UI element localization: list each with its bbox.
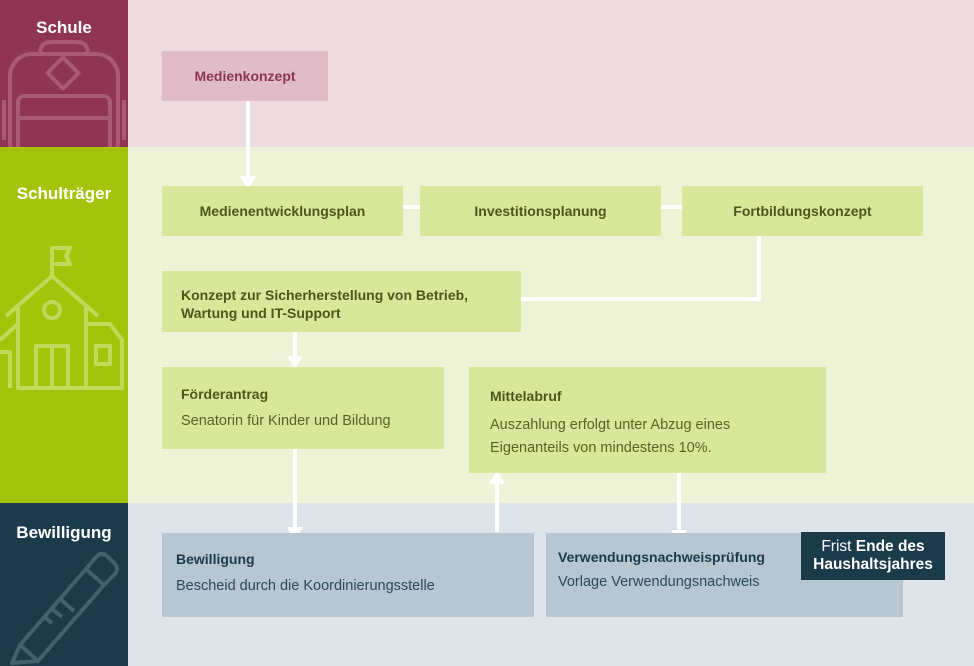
lane-schule-side: Schule <box>0 0 128 147</box>
connector-fortbildung-betrieb <box>521 297 761 301</box>
bewilligung-sub: Bescheid durch die Koordinierungsstelle <box>176 578 435 594</box>
frist-line2: Haushaltsjahres <box>813 556 933 573</box>
frist-word: Frist <box>821 538 852 555</box>
connector-foerder-bewilligung <box>293 449 297 531</box>
betrieb-line1: Konzept zur Sicherherstellung von Betrie… <box>181 287 469 303</box>
connector-bewilligung-mittelabruf <box>495 482 499 532</box>
connector-mep-invest <box>403 205 420 209</box>
connector-betrieb-foerder <box>293 332 297 358</box>
pencil-icon <box>10 552 119 665</box>
connector-invest-fortbildung <box>661 205 682 209</box>
investitionsplanung-title: Investitionsplanung <box>474 203 607 219</box>
verwendung-sub: Vorlage Verwendungsnachweis <box>558 574 760 590</box>
foerderantrag-title: Förderantrag <box>181 386 269 402</box>
box-betrieb-konzept: Konzept zur Sicherherstellung von Betrie… <box>162 271 521 332</box>
lane-schule-title: Schule <box>36 18 92 37</box>
connector-fortbildung-down <box>757 236 761 301</box>
box-medienkonzept: Medienkonzept <box>162 51 328 101</box>
school-building-icon <box>0 246 124 390</box>
medienkonzept-title: Medienkonzept <box>194 68 296 84</box>
frist-badge: Frist Ende des Haushaltsjahres <box>801 532 945 580</box>
verwendung-title: Verwendungsnachweisprüfung <box>558 549 765 565</box>
arrowhead-to-foerder <box>287 356 303 369</box>
foerderantrag-sub: Senatorin für Kinder und Bildung <box>181 413 391 429</box>
box-foerderantrag: Förderantrag Senatorin für Kinder und Bi… <box>162 367 444 449</box>
lane-bewilligung-side: Bewilligung <box>0 503 128 666</box>
lane-schultraeger-title: Schulträger <box>16 184 112 203</box>
backpack-icon <box>2 40 126 147</box>
box-bewilligung: Bewilligung Bescheid durch die Koordinie… <box>162 533 534 617</box>
arrowhead-to-mittelabruf <box>489 470 505 484</box>
box-medienentwicklungsplan: Medienentwicklungsplan <box>162 186 403 236</box>
arrowhead-to-mep <box>240 176 256 190</box>
lane-bewilligung-title: Bewilligung <box>16 523 112 542</box>
mittelabruf-sub1: Auszahlung erfolgt unter Abzug eines <box>490 417 731 433</box>
connector-medienkonzept-mep <box>246 100 250 176</box>
fortbildungskonzept-title: Fortbildungskonzept <box>733 203 872 219</box>
bewilligung-title: Bewilligung <box>176 551 255 567</box>
box-fortbildungskonzept: Fortbildungskonzept <box>682 186 923 236</box>
mittelabruf-title: Mittelabruf <box>490 388 562 404</box>
connector-mittelabruf-verwendung <box>677 473 681 533</box>
betrieb-line2: Wartung und IT-Support <box>181 305 341 321</box>
mittelabruf-sub2: Eigenanteils von mindestens 10%. <box>490 440 712 456</box>
box-mittelabruf: Mittelabruf Auszahlung erfolgt unter Abz… <box>469 367 826 473</box>
lane-schultraeger-side: Schulträger <box>0 147 128 503</box>
frist-line1: Ende des <box>855 538 925 555</box>
medienentwicklungsplan-title: Medienentwicklungsplan <box>199 203 366 219</box>
box-investitionsplanung: Investitionsplanung <box>420 186 661 236</box>
